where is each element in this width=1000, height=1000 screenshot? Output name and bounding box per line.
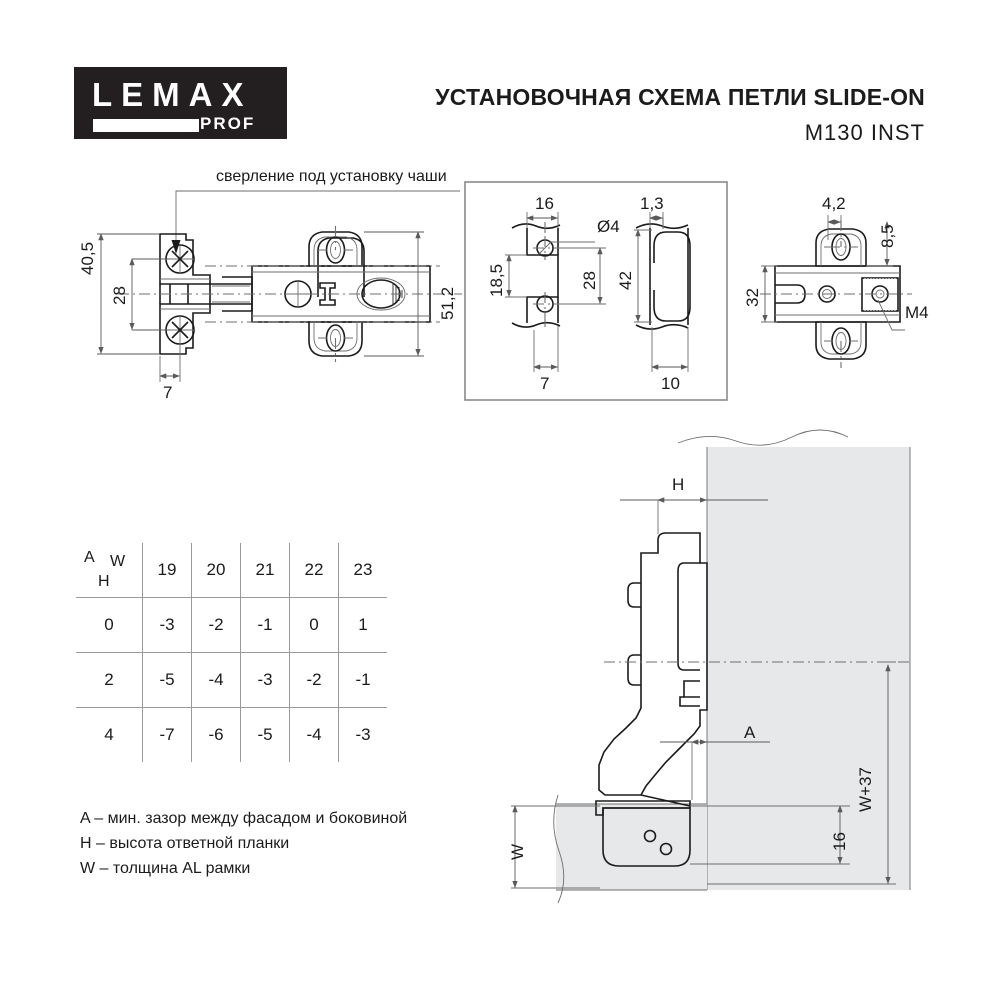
table-cell: -3 xyxy=(142,597,192,653)
table-cell: -2 xyxy=(289,652,339,708)
logo-wordmark: LEMAX xyxy=(92,76,253,113)
page-title: УСТАНОВОЧНАЯ СХЕМА ПЕТЛИ SLIDE-ON xyxy=(435,84,925,110)
clearance-table: A W H 19 20 21 22 23 0 -3 -2 -1 0 1 2 xyxy=(76,543,387,762)
dim-28-detail: 28 xyxy=(580,271,599,290)
dim-7-detail: 7 xyxy=(540,374,550,393)
assembly-section-view xyxy=(511,429,911,904)
strike-plate-front-view xyxy=(511,222,561,330)
table-col-header: 23 xyxy=(338,543,387,598)
table-col-header: 19 xyxy=(142,543,192,598)
logo-sub-wordmark: PROF xyxy=(200,114,256,133)
table-row: 2 -5 -4 -3 -2 -1 xyxy=(76,652,387,708)
table-row: 4 -7 -6 -5 -4 -3 xyxy=(76,707,387,762)
dim-28-plan: 28 xyxy=(110,286,129,305)
table-corner-header: A W H xyxy=(76,543,143,598)
dim-18-5: 18,5 xyxy=(487,263,506,297)
dim-40-5: 40,5 xyxy=(78,241,97,275)
table-cell: -1 xyxy=(338,652,387,708)
table-cell: 1 xyxy=(338,597,387,653)
page-subtitle: M130 INST xyxy=(804,120,925,145)
label-m4-thread: M4 xyxy=(905,303,929,322)
table-cell: -3 xyxy=(355,725,371,744)
cup-drill-leader xyxy=(171,190,460,254)
strike-plate-side-dimensions xyxy=(634,212,689,372)
dim-10: 10 xyxy=(661,374,680,393)
corner-label-w: W xyxy=(110,553,126,570)
dim-diameter-4: Ø4 xyxy=(597,217,620,236)
dim-label-w: W xyxy=(508,843,527,860)
legend-line-h: H – высота ответной планки xyxy=(80,835,290,852)
table-row-header: 0 xyxy=(76,597,143,653)
table-cell: -4 xyxy=(191,652,241,708)
dim-51-2: 51,2 xyxy=(438,286,457,320)
table-cell: -4 xyxy=(289,707,339,762)
lemax-logo: LEMAX PROF xyxy=(74,67,287,139)
dim-label-h: H xyxy=(672,475,685,494)
hinge-plan-dimensions xyxy=(97,231,424,382)
table-cell: -2 xyxy=(191,597,241,653)
table-row: 0 -3 -2 -1 0 1 xyxy=(76,597,387,653)
legend-line-a: A – мин. зазор между фасадом и боковиной xyxy=(80,810,408,827)
cup-drill-note: сверление под установку чаши xyxy=(216,168,447,185)
table-col-header: 21 xyxy=(240,543,290,598)
table-cell: -1 xyxy=(240,597,290,653)
table-cell: -5 xyxy=(142,652,192,708)
strike-plate-front-dimensions xyxy=(505,212,606,372)
table-col-header: 22 xyxy=(289,543,339,598)
dim-8-5: 8,5 xyxy=(878,224,897,248)
table-cell: -7 xyxy=(142,707,192,762)
dim-4-2: 4,2 xyxy=(822,194,846,213)
dim-42: 42 xyxy=(616,271,635,290)
legend-line-w: W – толщина AL рамки xyxy=(80,860,251,877)
table-row-header: 2 xyxy=(76,652,143,708)
dim-16-assembly: 16 xyxy=(830,832,849,851)
dim-1-3: 1,3 xyxy=(640,194,664,213)
dim-label-w-plus-37: W+37 xyxy=(856,767,875,812)
logo-bar xyxy=(93,119,199,132)
dim-7-plan: 7 xyxy=(163,383,173,402)
dim-32: 32 xyxy=(743,288,762,307)
table-cell: 0 xyxy=(289,597,339,653)
table-cell: -5 xyxy=(240,707,290,762)
strike-plate-side-view xyxy=(635,218,691,330)
corner-label-h: H xyxy=(98,573,110,590)
dim-label-a: A xyxy=(744,723,756,742)
mounting-plate-dimensions xyxy=(761,215,893,323)
dim-16: 16 xyxy=(535,194,554,213)
table-cell: -3 xyxy=(240,652,290,708)
table-header-row: A W H 19 20 21 22 23 xyxy=(76,543,387,598)
hinge-plan-view xyxy=(118,226,462,362)
table-cell: -6 xyxy=(191,707,241,762)
table-col-header: 20 xyxy=(191,543,241,598)
corner-label-a: A xyxy=(84,549,95,566)
table-row-header: 4 xyxy=(76,707,143,762)
legend-block: A – мин. зазор между фасадом и боковиной… xyxy=(80,806,407,881)
